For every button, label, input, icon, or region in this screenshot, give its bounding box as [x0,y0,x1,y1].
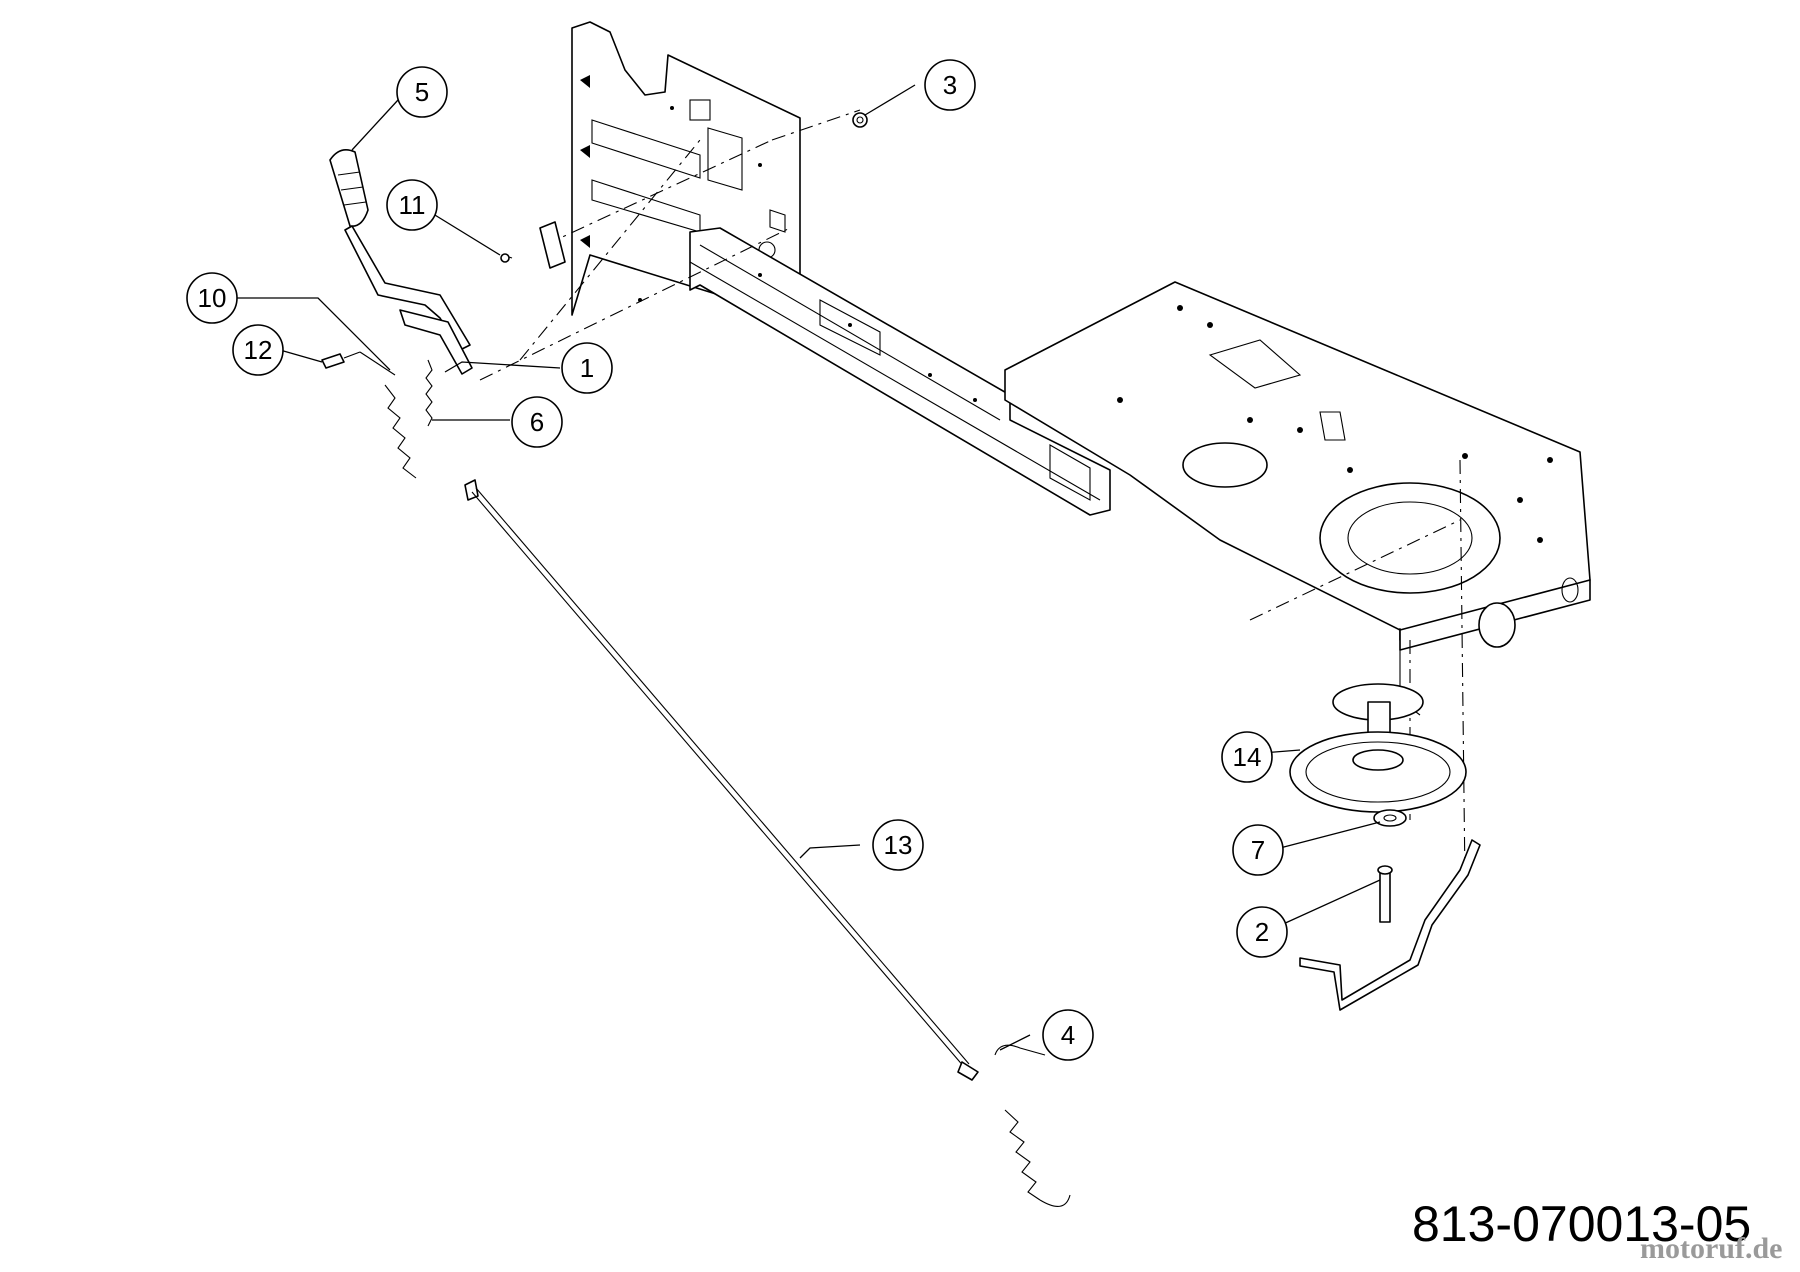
bracket-and-bolt [500,221,566,269]
callout-label: 12 [244,335,273,365]
callout-label: 1 [580,353,594,383]
callout-label: 11 [399,190,426,220]
bolt-and-cable-end [321,351,396,376]
callout-1: 1 [561,342,613,394]
callout-label: 7 [1251,835,1265,865]
callout-11: 11 [386,179,438,231]
leader-lines [230,84,1381,1051]
washer [1373,809,1407,827]
watermark-logo: motoruf.de [1640,1232,1783,1265]
lever-with-knob [329,149,473,375]
assembly-lines [479,109,1466,881]
callout-4: 4 [1042,1009,1094,1061]
callout-label: 13 [884,830,913,860]
nut [852,112,868,128]
diagram-part-number: 813-070013-05 [1412,1196,1752,1252]
callout-12: 12 [232,324,284,376]
callout-5: 5 [396,66,448,118]
spring [425,359,433,427]
callout-13: 13 [872,819,924,871]
callout-14: 14 [1221,731,1273,783]
callout-label: 10 [198,283,227,313]
callout-label: 2 [1255,917,1269,947]
pulley [1289,683,1467,813]
control-cable [384,384,1071,1207]
frame-rail [689,227,1111,516]
callout-label: 5 [415,77,429,107]
callout-label: 14 [1233,742,1262,772]
callout-6: 6 [511,396,563,448]
callout-10: 10 [186,272,238,324]
callout-3: 3 [924,59,976,111]
pin [1377,865,1393,923]
callout-label: 3 [943,70,957,100]
callout-label: 6 [530,407,544,437]
callout-2: 2 [1236,906,1288,958]
bent-rod [1299,839,1481,1011]
callout-7: 7 [1232,824,1284,876]
callout-label: 4 [1061,1020,1075,1050]
hairpin-clip [994,1044,1046,1056]
